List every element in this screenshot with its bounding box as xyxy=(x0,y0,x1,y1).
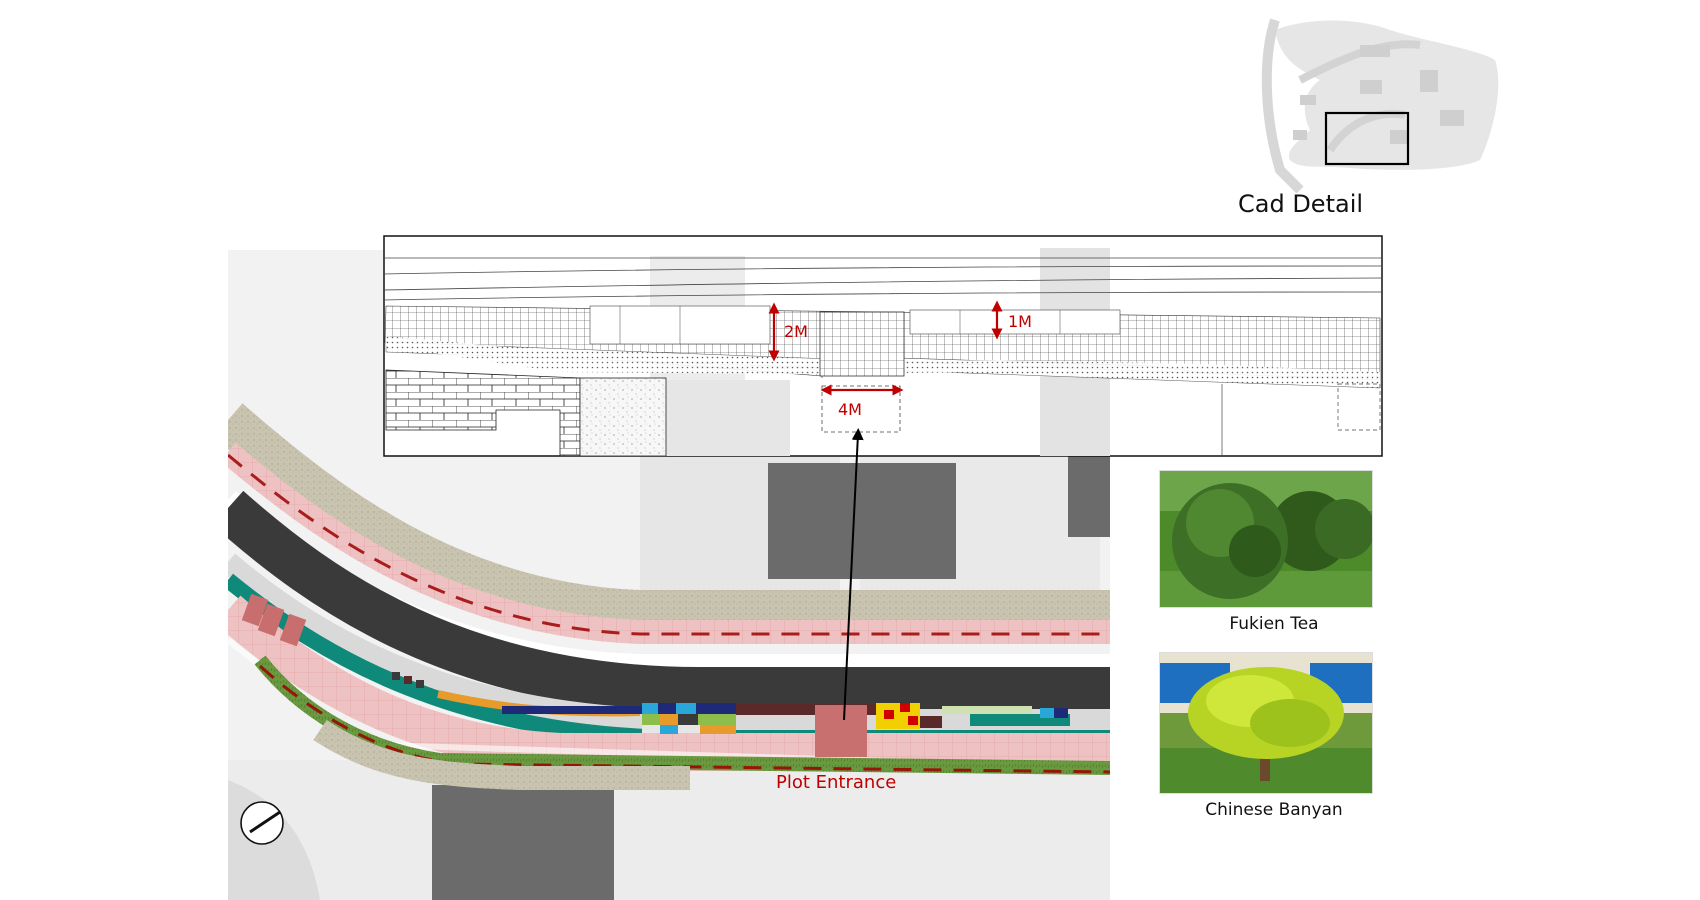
road xyxy=(228,490,1110,713)
dimension-2m-label: 2M xyxy=(784,322,808,341)
key-map xyxy=(1261,18,1499,194)
gravel-verge xyxy=(228,403,1110,634)
chinese-banyan-photo xyxy=(1159,652,1373,794)
fukien-tea-photo xyxy=(1159,470,1373,608)
site-plan xyxy=(228,250,1110,900)
plot-entrance-label: Plot Entrance xyxy=(776,772,897,793)
building-block xyxy=(1068,455,1110,537)
chinese-banyan-caption: Chinese Banyan xyxy=(1205,800,1343,820)
cad-detail-title: Cad Detail xyxy=(1238,190,1364,218)
dimension-1m-label: 1M xyxy=(1008,312,1032,331)
building-block xyxy=(768,463,956,579)
fukien-tea-caption: Fukien Tea xyxy=(1229,614,1319,634)
building-block xyxy=(432,785,614,900)
entrance-pad xyxy=(815,705,867,757)
cad-detail-panel xyxy=(383,235,1383,457)
pavement-upper xyxy=(228,442,1110,644)
key-map-highlight-box xyxy=(1324,111,1410,166)
entrance-leader-arrow xyxy=(843,428,864,721)
dimension-4m-label: 4M xyxy=(838,400,862,419)
north-arrow-icon xyxy=(240,801,284,845)
